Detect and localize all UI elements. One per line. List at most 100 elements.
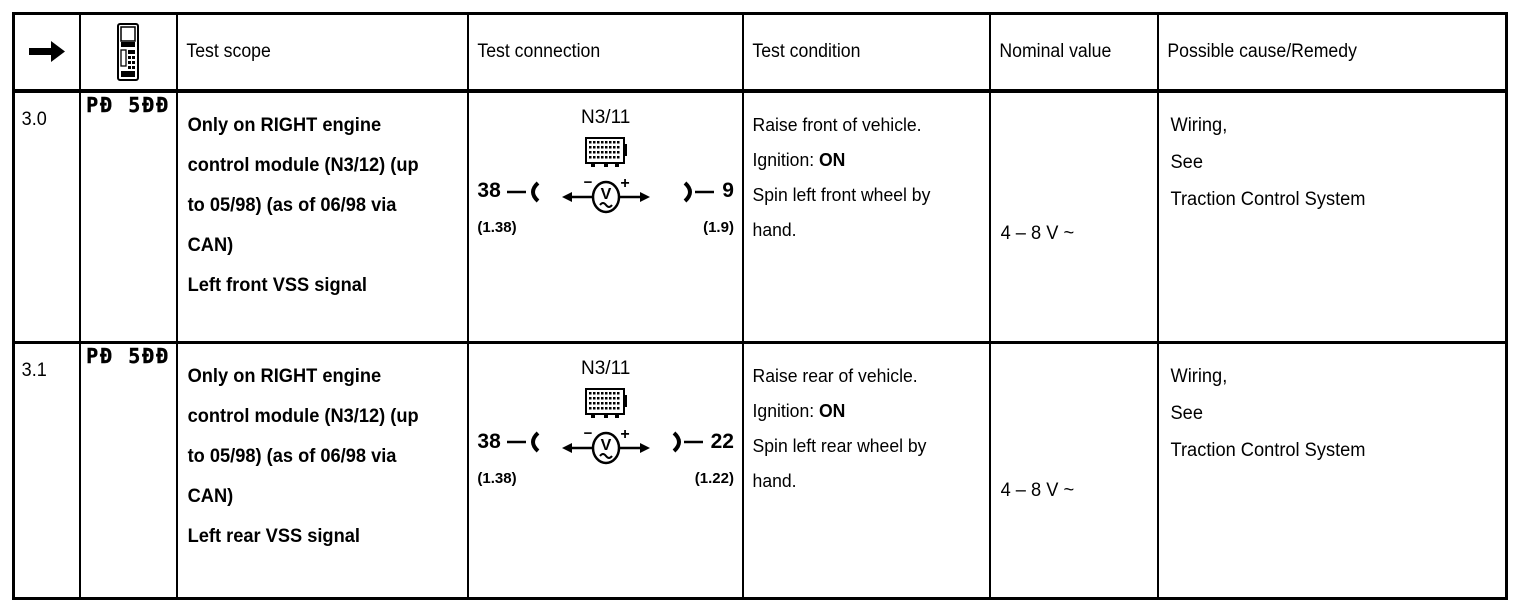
fault-code-lcd: PÐ 5ÐÐ bbox=[86, 93, 171, 118]
test-scope-line: Left rear VSS signal bbox=[187, 525, 360, 547]
test-condition-line: Ignition: ON bbox=[752, 393, 973, 428]
header-label-nominal-value: Nominal value bbox=[999, 41, 1112, 63]
header-cell-test-connection: Test connection bbox=[467, 13, 744, 94]
test-condition-line: Spin left rear wheel by bbox=[752, 428, 973, 463]
cell-fault-code: PÐ 5ÐÐ bbox=[78, 91, 178, 344]
cell-test-scope: Only on RIGHT engine control module (N3/… bbox=[175, 91, 470, 344]
test-condition-line: hand. bbox=[752, 463, 973, 498]
remedy-line: Wiring, bbox=[1170, 115, 1228, 137]
connection-diagram: N3/11 bbox=[469, 344, 742, 597]
ac-voltmeter-icon: V − + bbox=[561, 426, 650, 464]
ignition-state: ON bbox=[818, 399, 846, 421]
connector-bracket-left-icon bbox=[506, 181, 540, 203]
cell-nominal-value: 4 – 8 V ~ bbox=[989, 91, 1159, 344]
svg-text:V: V bbox=[600, 437, 611, 454]
test-condition-text: Raise front of vehicle. Ignition: ON Spi… bbox=[744, 93, 977, 247]
cell-test-condition: Raise rear of vehicle. Ignition: ON Spin… bbox=[741, 342, 992, 599]
condition-text: hand. bbox=[752, 219, 797, 241]
test-scope-line: control module (N3/12) (up bbox=[187, 155, 419, 177]
svg-text:V: V bbox=[600, 186, 611, 203]
connector-bracket-right-icon bbox=[672, 431, 703, 453]
pin-left-reference: (1.38) bbox=[477, 219, 517, 237]
pin-right: 9 bbox=[682, 179, 734, 203]
nominal-value-wrap: 4 – 8 V ~ bbox=[991, 93, 1150, 340]
pin-left: 38 bbox=[477, 430, 540, 454]
table-header-row: Test scope Test connection Test conditio… bbox=[12, 13, 1508, 94]
cell-step-number: 3.1 bbox=[12, 342, 81, 599]
condition-text: hand. bbox=[752, 469, 797, 491]
condition-text: Spin left front wheel by bbox=[752, 184, 931, 206]
header-label-test-scope: Test scope bbox=[186, 41, 271, 63]
remedy-line: See bbox=[1170, 402, 1203, 424]
header-label-test-connection: Test connection bbox=[477, 41, 601, 63]
condition-text: Ignition: bbox=[752, 149, 819, 171]
condition-text: Ignition: bbox=[752, 399, 819, 421]
header-cell-nominal-value: Nominal value bbox=[989, 13, 1159, 94]
test-scope-text: Only on RIGHT engine control module (N3/… bbox=[178, 93, 456, 306]
connection-diagram: N3/11 bbox=[469, 93, 742, 340]
fault-code-lcd: PÐ 5ÐÐ bbox=[86, 343, 171, 368]
svg-text:−: − bbox=[583, 426, 592, 442]
scan-tool-icon bbox=[117, 23, 140, 82]
test-scope-line: Only on RIGHT engine bbox=[187, 115, 381, 137]
connector-bracket-left-icon bbox=[506, 431, 540, 453]
table-row: 3.1 PÐ 5ÐÐ Only on RIGHT engine control … bbox=[12, 342, 1508, 599]
module-label: N3/11 bbox=[581, 107, 631, 129]
nominal-value-wrap: 4 – 8 V ~ bbox=[991, 344, 1150, 597]
test-condition-line: Raise rear of vehicle. bbox=[752, 358, 973, 393]
remedy-line: Wiring, bbox=[1170, 365, 1228, 387]
remedy-line: See bbox=[1170, 152, 1203, 174]
cell-test-connection: N3/11 bbox=[467, 342, 744, 599]
diagnostic-table: Test scope Test connection Test conditio… bbox=[12, 12, 1508, 600]
connector-module-icon bbox=[584, 387, 627, 418]
test-condition-line: Raise front of vehicle. bbox=[752, 107, 973, 142]
remedy-text: Wiring, See Traction Control System bbox=[1159, 93, 1491, 218]
svg-text:+: + bbox=[620, 426, 629, 443]
header-label-possible-cause: Possible cause/Remedy bbox=[1167, 41, 1357, 63]
condition-text: Spin left rear wheel by bbox=[752, 434, 927, 456]
step-number: 3.0 bbox=[21, 109, 47, 131]
pin-right: 22 bbox=[671, 430, 734, 454]
cell-test-scope: Only on RIGHT engine control module (N3/… bbox=[175, 342, 470, 599]
test-scope-line: Left front VSS signal bbox=[187, 275, 367, 297]
remedy-line: Traction Control System bbox=[1170, 439, 1366, 461]
pin-left-number: 38 bbox=[477, 179, 501, 203]
condition-text: Raise front of vehicle. bbox=[752, 114, 922, 136]
cell-test-connection: N3/11 bbox=[467, 91, 744, 344]
test-scope-line: CAN) bbox=[187, 235, 234, 257]
pin-right-number: 22 bbox=[710, 429, 734, 453]
module-label: N3/11 bbox=[581, 357, 631, 379]
pin-right-reference: (1.22) bbox=[694, 469, 734, 487]
cell-nominal-value: 4 – 8 V ~ bbox=[989, 342, 1159, 599]
condition-text: Raise rear of vehicle. bbox=[752, 364, 918, 386]
nominal-value: 4 – 8 V ~ bbox=[1001, 479, 1075, 501]
cell-possible-cause: Wiring, See Traction Control System bbox=[1156, 342, 1508, 599]
test-scope-line: control module (N3/12) (up bbox=[187, 405, 419, 427]
pin-left-number: 38 bbox=[477, 429, 501, 453]
header-cell-step bbox=[12, 13, 81, 94]
cell-possible-cause: Wiring, See Traction Control System bbox=[1156, 91, 1508, 344]
cell-fault-code: PÐ 5ÐÐ bbox=[78, 342, 178, 599]
ac-voltmeter-icon: V − + bbox=[561, 175, 650, 214]
header-cell-test-scope: Test scope bbox=[175, 13, 470, 94]
header-cell-test-condition: Test condition bbox=[741, 13, 992, 94]
test-scope-line: to 05/98) (as of 06/98 via bbox=[187, 445, 397, 467]
test-condition-line: hand. bbox=[752, 212, 973, 247]
cell-step-number: 3.0 bbox=[12, 91, 81, 344]
right-arrow-icon bbox=[28, 41, 65, 63]
test-condition-line: Spin left front wheel by bbox=[752, 177, 973, 212]
pin-right-number: 9 bbox=[722, 179, 734, 203]
table-row: 3.0 PÐ 5ÐÐ Only on RIGHT engine control … bbox=[12, 91, 1508, 344]
header-cell-fault-code bbox=[78, 13, 178, 94]
header-label-test-condition: Test condition bbox=[752, 41, 861, 63]
connector-bracket-right-icon bbox=[683, 181, 715, 203]
test-scope-line: to 05/98) (as of 06/98 via bbox=[187, 195, 397, 217]
connector-module-icon bbox=[584, 137, 627, 168]
step-number: 3.1 bbox=[21, 359, 47, 381]
remedy-text: Wiring, See Traction Control System bbox=[1159, 344, 1491, 469]
test-condition-text: Raise rear of vehicle. Ignition: ON Spin… bbox=[744, 344, 977, 498]
svg-text:−: − bbox=[583, 175, 592, 191]
pin-left: 38 bbox=[477, 179, 540, 203]
svg-text:+: + bbox=[620, 175, 629, 192]
